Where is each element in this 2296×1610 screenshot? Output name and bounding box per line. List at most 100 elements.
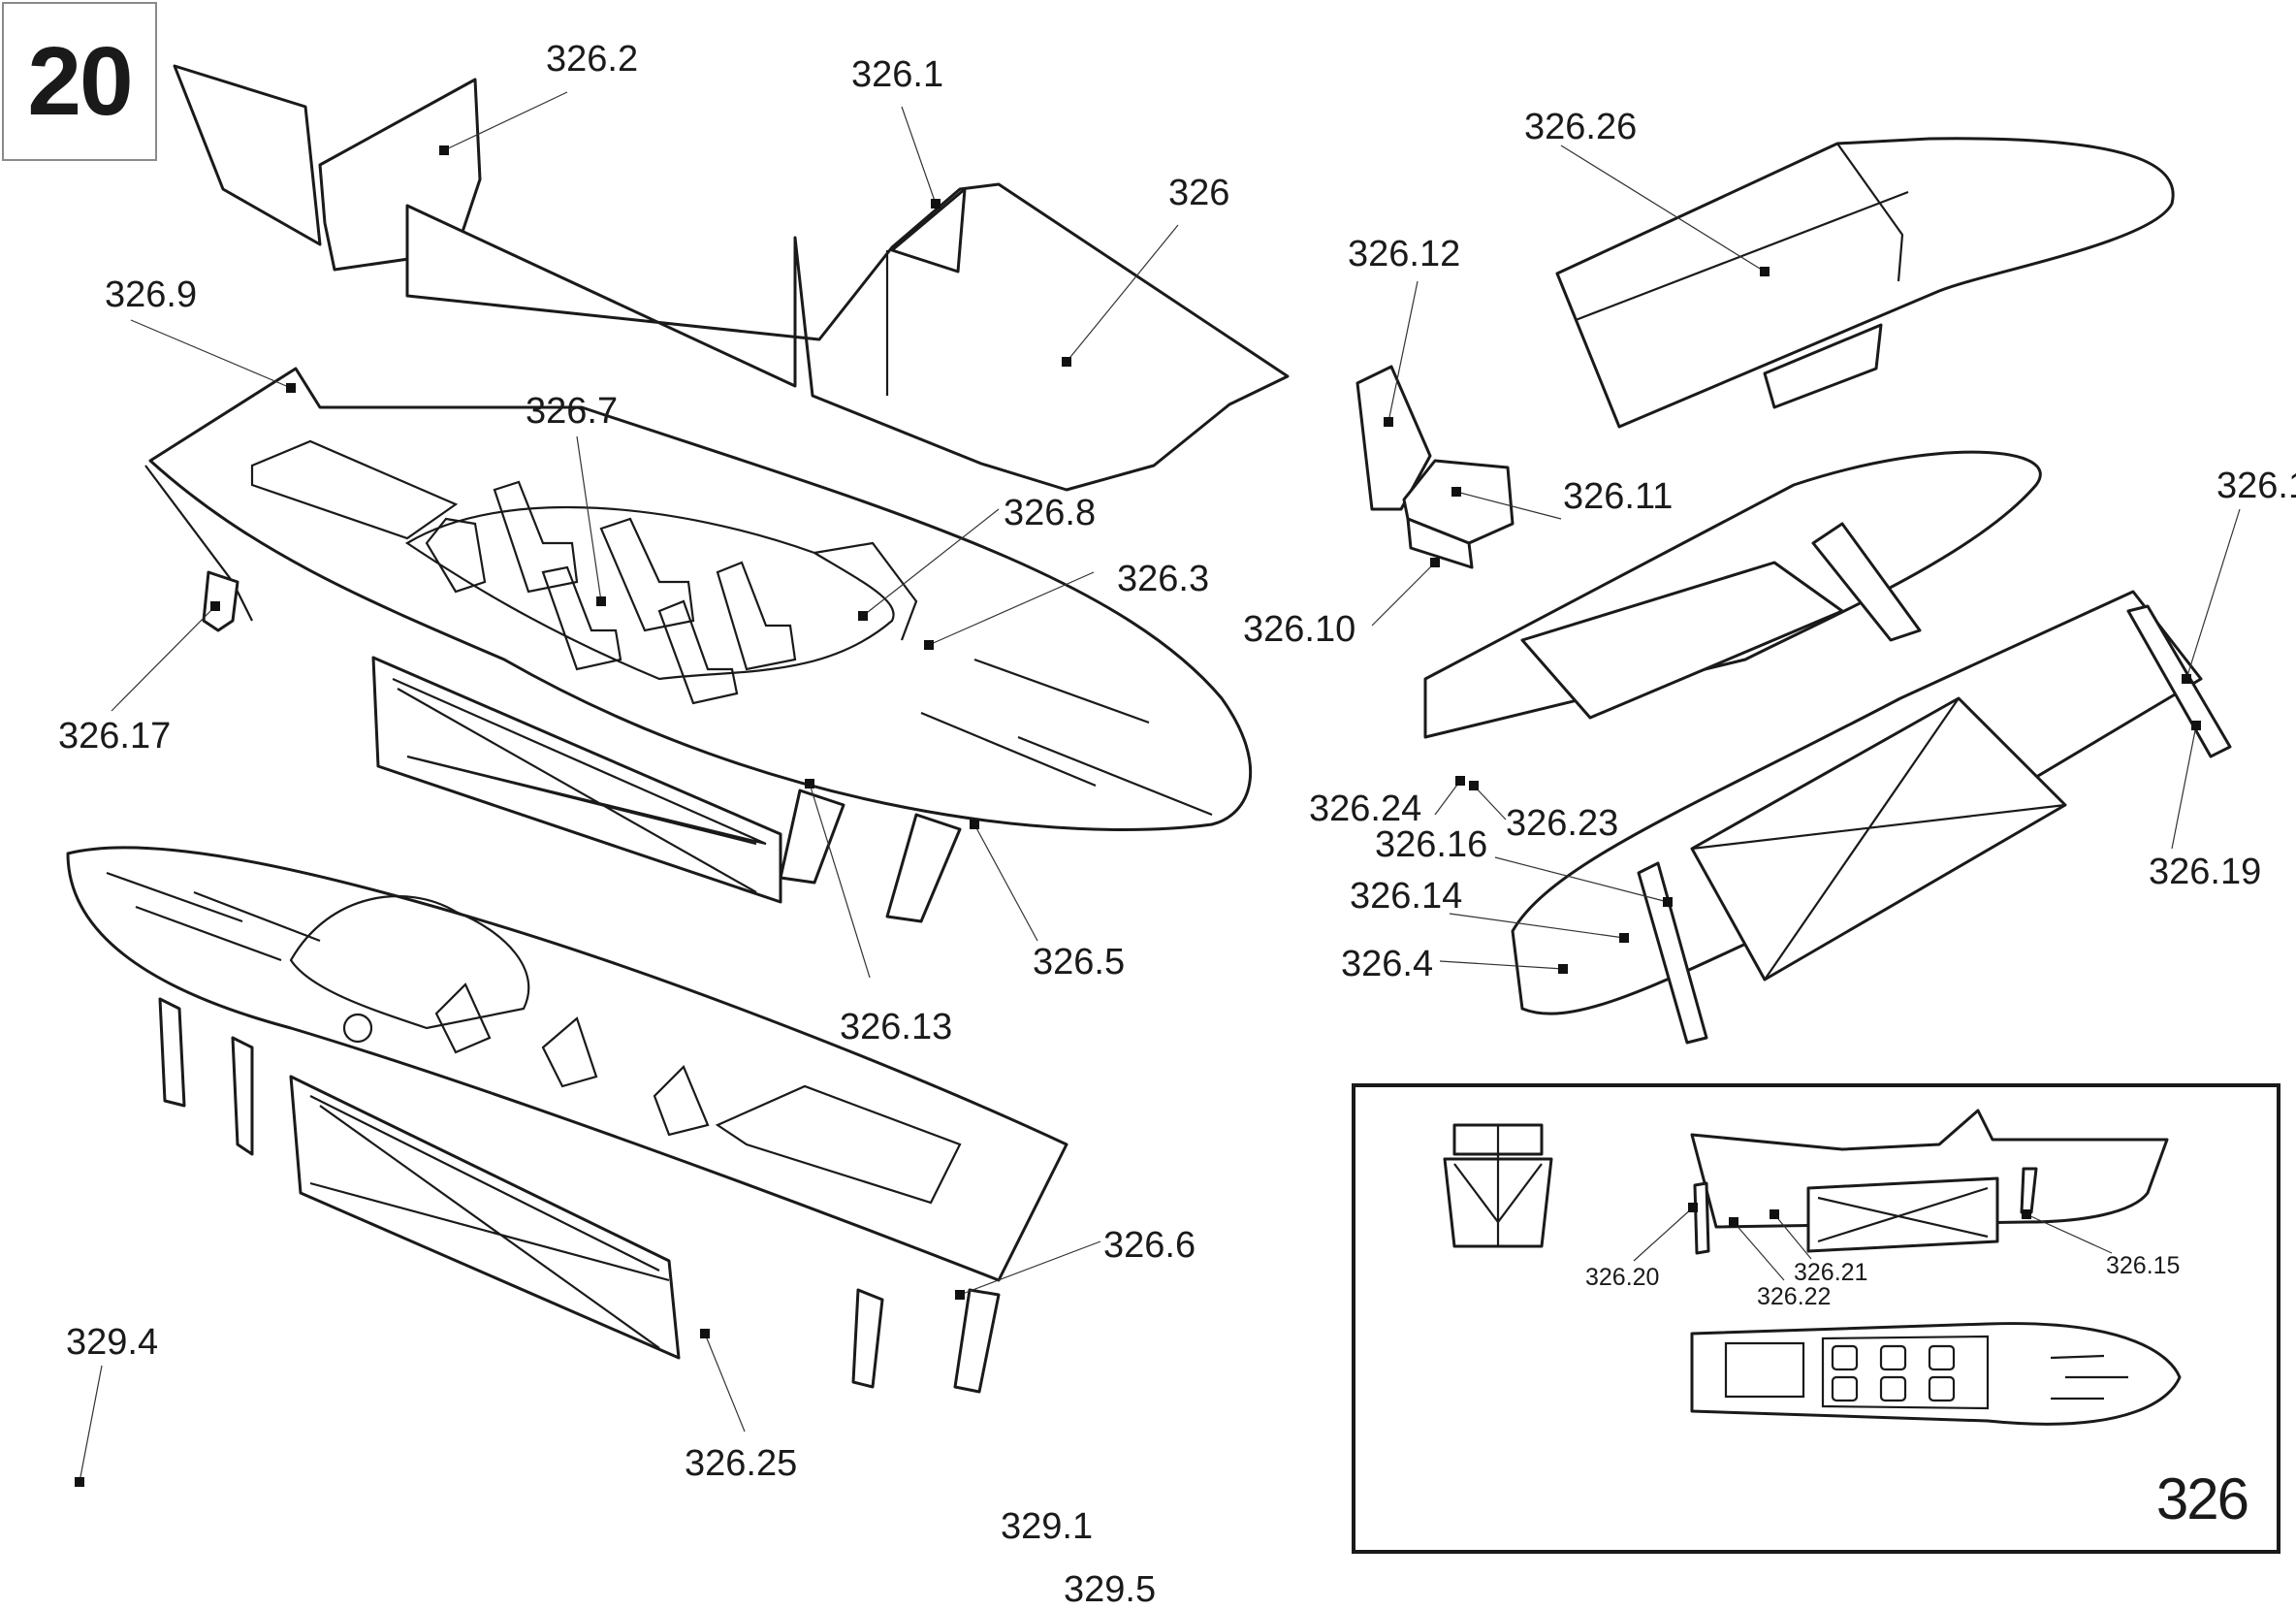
part-label-p326-9: 326.9 — [105, 274, 198, 315]
step-number-box: 20 — [2, 2, 157, 161]
leader-line-p326-22 — [1733, 1221, 1785, 1281]
callout-marker — [805, 779, 814, 789]
callout-marker — [858, 611, 868, 621]
leader-line-p326-19 — [2171, 724, 2197, 850]
callout-marker — [1688, 1203, 1698, 1212]
leader-lines — [75, 91, 2241, 1487]
callout-marker — [924, 640, 934, 650]
inset-top-view — [1690, 1322, 2182, 1426]
part-label-p329-5: 329.5 — [1064, 1569, 1157, 1610]
part-label-p326-3: 326.3 — [1117, 559, 1210, 599]
callout-marker — [596, 596, 606, 606]
callout-marker — [1619, 933, 1629, 943]
leader-line-p326-5 — [973, 823, 1038, 942]
callout-marker — [2182, 674, 2191, 684]
leader-line-p326-14 — [1449, 913, 1625, 939]
inset-assembly-number: 326 — [2155, 1466, 2249, 1531]
part-label-p326-11: 326.11 — [1563, 476, 1674, 517]
callout-marker — [955, 1290, 965, 1300]
leader-line-p326-20 — [1633, 1207, 1694, 1262]
callout-marker — [700, 1329, 710, 1338]
hull-top-326-26 — [1555, 137, 2175, 429]
leader-line-p329-4 — [79, 1365, 103, 1483]
leader-line-p326-25 — [704, 1333, 746, 1433]
leader-line-p326 — [1066, 224, 1179, 363]
callout-marker — [1770, 1209, 1779, 1219]
seat-part — [1355, 365, 1515, 569]
leader-line-p326-18 — [2185, 508, 2241, 680]
callout-marker — [1469, 781, 1479, 790]
callout-marker — [2022, 1209, 2031, 1219]
leader-line-p326-8 — [862, 508, 1000, 617]
part-label-p326-25: 326.25 — [685, 1443, 798, 1484]
leader-line-p326-16 — [1494, 856, 1669, 903]
leader-line-p326-12 — [1387, 280, 1419, 423]
part-label-p326-13: 326.13 — [840, 1007, 953, 1047]
hull-side-panel-326 — [173, 64, 1290, 492]
part-label-p326-22: 326.22 — [1757, 1283, 1832, 1310]
callout-marker — [1663, 897, 1673, 907]
boat-assembly-right-top — [1423, 450, 2042, 739]
leader-line-p326-7 — [576, 435, 602, 602]
part-label-p326-18: 326.18 — [2216, 466, 2296, 506]
callout-marker — [931, 199, 941, 209]
leader-line-p326-26 — [1560, 145, 1766, 273]
callout-marker — [1384, 417, 1393, 427]
part-label-p326-4: 326.4 — [1341, 944, 1434, 984]
part-label-p326-26: 326.26 — [1524, 107, 1638, 147]
part-label-p326-8: 326.8 — [1004, 493, 1097, 533]
step-number: 20 — [27, 27, 133, 136]
part-label-p326-1: 326.1 — [851, 54, 944, 95]
part-label-p326-7: 326.7 — [526, 391, 619, 432]
part-label-p326-2: 326.2 — [546, 39, 639, 80]
part-label-p326-20: 326.20 — [1585, 1264, 1660, 1291]
part-label-p326-16: 326.16 — [1375, 824, 1488, 865]
leader-line-p326-2 — [443, 91, 568, 151]
leader-line-p326-10 — [1371, 562, 1436, 627]
leader-line-p326-3 — [928, 571, 1095, 646]
callout-marker — [1455, 776, 1465, 786]
part-label-p326-19: 326.19 — [2149, 852, 2262, 892]
callout-marker — [439, 145, 449, 155]
inset-side-view — [1690, 1109, 2169, 1255]
boat-assembly-main — [144, 367, 1253, 923]
part-label-p326-14: 326.14 — [1350, 876, 1463, 917]
part-label-p326-6: 326.6 — [1103, 1225, 1196, 1266]
inset-front-view — [1443, 1123, 1553, 1248]
leader-line-p326-6 — [959, 1240, 1101, 1296]
part-label-p326: 326 — [1168, 173, 1230, 213]
part-label-p326-10: 326.10 — [1243, 609, 1356, 650]
part-label-p326-23: 326.23 — [1506, 803, 1619, 844]
leader-line-p326-13 — [809, 783, 871, 979]
callout-marker — [2191, 721, 2201, 730]
leader-line-p326-15 — [2025, 1213, 2113, 1254]
part-label-p326-17: 326.17 — [58, 716, 172, 757]
leader-line-p326-17 — [111, 605, 216, 712]
callout-marker — [75, 1477, 84, 1487]
part-label-p326-12: 326.12 — [1348, 234, 1461, 274]
callout-marker — [1729, 1217, 1738, 1227]
part-label-p329-1: 329.1 — [1001, 1506, 1094, 1547]
callout-marker — [210, 601, 220, 611]
callout-marker — [1062, 357, 1071, 367]
boat-assembly-right-bottom — [1511, 590, 2232, 1045]
callout-marker — [1558, 964, 1568, 974]
assembly-inset-box: 326 — [1352, 1083, 2280, 1554]
part-label-p326-15: 326.15 — [2106, 1252, 2181, 1279]
callout-marker — [1430, 558, 1440, 567]
part-label-p326-24: 326.24 — [1309, 789, 1422, 829]
leader-line-p326-4 — [1439, 960, 1564, 970]
part-label-p326-21: 326.21 — [1794, 1259, 1868, 1286]
part-label-p326-5: 326.5 — [1033, 942, 1126, 982]
leader-line-p326-11 — [1455, 491, 1562, 520]
callout-marker — [970, 820, 979, 829]
callout-marker — [1451, 487, 1461, 497]
leader-line-p326-1 — [901, 106, 937, 205]
part-label-p329-4: 329.4 — [66, 1322, 159, 1363]
callout-marker — [286, 383, 296, 393]
leader-line-p326-21 — [1773, 1213, 1812, 1260]
leader-line-p326-9 — [130, 319, 292, 389]
leader-line-p326-23 — [1473, 785, 1507, 821]
leader-line-p326-24 — [1434, 780, 1461, 816]
